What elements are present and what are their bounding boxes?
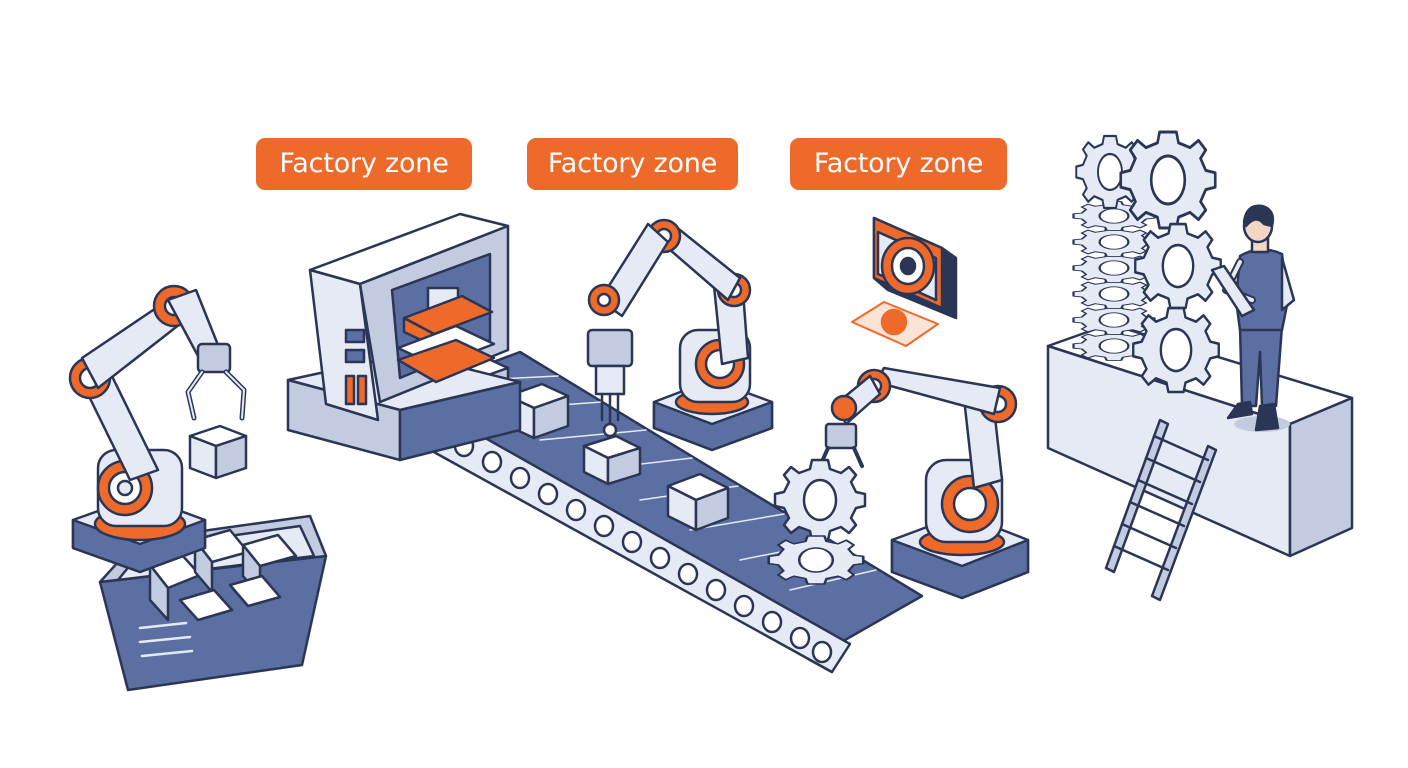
robot-arm-middle-icon: [586, 218, 774, 452]
ladder-icon: [1104, 418, 1218, 602]
gear-stack-icon: [1072, 130, 1223, 394]
zone-label-1: Factory zone: [256, 138, 472, 190]
robot-arm-right-icon: [818, 366, 1030, 600]
gear-icon: [767, 534, 865, 586]
robot-arm-left-icon: [68, 284, 248, 574]
zone-label-2: Factory zone: [527, 138, 738, 190]
camera-icon: [851, 216, 958, 347]
worker-tablet-icon: [1210, 204, 1296, 432]
gear-icon: [773, 458, 867, 542]
stamping-press-icon: [286, 212, 522, 462]
zone-label-3: Factory zone: [790, 138, 1007, 190]
storage-bin-icon: [98, 514, 328, 692]
